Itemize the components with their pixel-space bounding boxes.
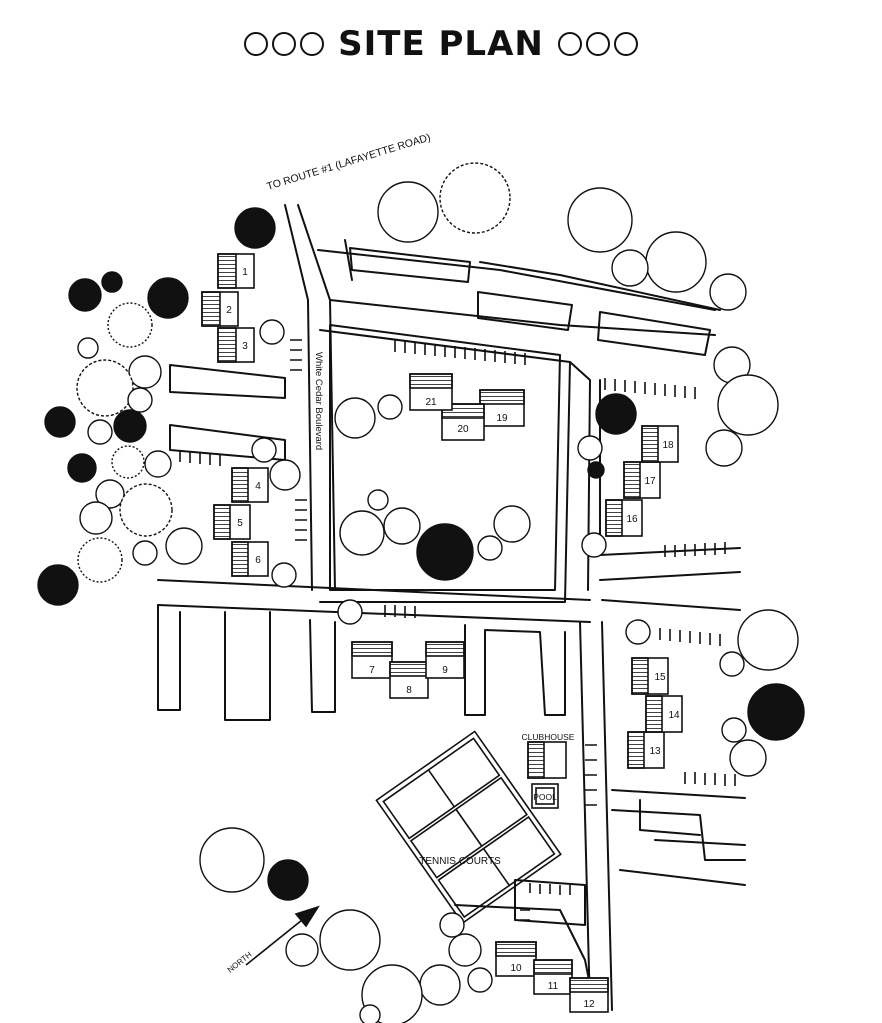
lower-road xyxy=(157,579,591,623)
building-14 xyxy=(645,695,683,733)
road-network xyxy=(157,204,746,1011)
building-label: 6 xyxy=(255,555,261,566)
building-labels: 1 2 3 4 5 6 7 8 9 10 11 12 13 14 15 16 1… xyxy=(226,267,680,1010)
boulevard-road xyxy=(284,204,336,591)
building-label: 3 xyxy=(242,341,248,352)
building-21 xyxy=(409,373,453,411)
building-label: 5 xyxy=(237,518,243,529)
circle-icon xyxy=(244,32,269,56)
building-5 xyxy=(213,504,251,540)
right-circles xyxy=(557,32,638,56)
building-10 xyxy=(495,941,537,977)
building-8 xyxy=(389,661,429,699)
building-12 xyxy=(569,977,609,1013)
building-label: 9 xyxy=(442,665,448,676)
north-arrow-icon xyxy=(245,905,320,966)
building-label: 17 xyxy=(644,476,656,487)
building-19 xyxy=(479,389,525,427)
building-label: 10 xyxy=(510,963,522,974)
building-label: 18 xyxy=(662,440,674,451)
building-18 xyxy=(641,425,679,463)
building-label: 2 xyxy=(226,305,232,316)
building-11 xyxy=(533,959,573,995)
building-label: 4 xyxy=(255,481,261,492)
building-label: 14 xyxy=(668,710,680,721)
building-label: 20 xyxy=(457,424,469,435)
building-label: 7 xyxy=(369,665,375,676)
circle-icon xyxy=(272,32,297,56)
circle-icon xyxy=(557,32,582,56)
clubhouse-building xyxy=(527,741,567,779)
building-3 xyxy=(217,327,255,363)
building-label: 12 xyxy=(583,999,595,1010)
building-label: 21 xyxy=(425,397,437,408)
page-title: SITE PLAN xyxy=(338,24,544,64)
pool-building xyxy=(531,783,559,809)
circle-icon xyxy=(585,32,610,56)
pool-label: POOL xyxy=(533,792,557,802)
building-1 xyxy=(217,253,255,289)
building-9 xyxy=(425,641,465,679)
central-loop xyxy=(329,324,561,591)
parking-stalls xyxy=(179,339,736,921)
building-7 xyxy=(351,641,393,679)
clubhouse-label: CLUBHOUSE xyxy=(522,732,575,742)
boulevard-label: White Cedar Boulevard xyxy=(313,352,324,450)
tennis-courts xyxy=(375,730,562,925)
circle-icon xyxy=(613,32,638,56)
building-label: 19 xyxy=(496,413,508,424)
building-label: 11 xyxy=(548,981,559,992)
building-label: 16 xyxy=(626,514,638,525)
buildings xyxy=(201,253,683,1013)
title-row: SITE PLAN xyxy=(0,14,882,74)
building-13 xyxy=(627,731,665,769)
building-label: 1 xyxy=(242,267,248,278)
building-16 xyxy=(605,499,643,537)
building-17 xyxy=(623,461,661,499)
building-15 xyxy=(631,657,669,695)
upper-road xyxy=(317,249,716,336)
building-4 xyxy=(231,467,269,503)
building-2 xyxy=(201,291,239,327)
building-label: 15 xyxy=(654,672,666,683)
building-label: 8 xyxy=(406,685,412,696)
tennis-courts-label: TENNIS COURTS xyxy=(419,856,501,867)
building-6 xyxy=(231,541,269,577)
left-circles xyxy=(244,32,325,56)
circle-icon xyxy=(300,32,325,56)
trees xyxy=(37,162,805,1023)
building-label: 13 xyxy=(649,746,661,757)
